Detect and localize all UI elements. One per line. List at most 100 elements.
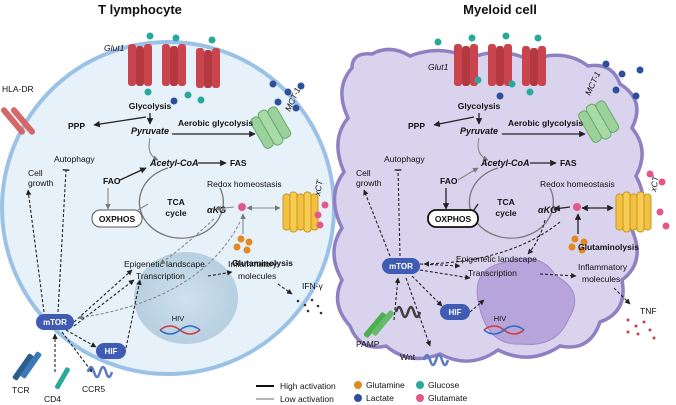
title-myeloid-cell: Myeloid cell bbox=[463, 2, 537, 17]
cell-growth-label-t-2: growth bbox=[28, 178, 54, 188]
mtor-hub-t bbox=[36, 314, 74, 330]
legend-lactate-label: Lactate bbox=[366, 393, 394, 403]
ppp-label-m: PPP bbox=[408, 121, 425, 131]
akg-label-t: αKG bbox=[207, 205, 226, 215]
legend-glucose-label: Glucose bbox=[428, 380, 459, 390]
tnf-dots bbox=[626, 318, 656, 340]
hif-hub-t bbox=[96, 343, 126, 359]
arrow-akg-mtor-t bbox=[77, 221, 241, 320]
arrow-akg-mtor-m bbox=[423, 221, 561, 267]
oxphos-label-t: OXPHOS bbox=[99, 214, 136, 224]
ccr5-receptor-m bbox=[422, 353, 450, 367]
arrow-oxphos-tca-m bbox=[473, 203, 479, 211]
cycle-label-m: cycle bbox=[495, 208, 517, 218]
arrow-akg-epigenetic-t bbox=[159, 218, 215, 265]
mtor-hub-m bbox=[382, 258, 420, 274]
acetyl-coa-label-m: Acetyl-CoA bbox=[480, 158, 530, 168]
glycolysis-label-t: Glycolysis bbox=[129, 101, 172, 111]
oxphos-label-m: OXPHOS bbox=[435, 214, 472, 224]
akg-label-m: αKG bbox=[538, 205, 557, 215]
transcription-label-m: Transcription bbox=[468, 268, 517, 278]
tcr-label: TCR bbox=[12, 385, 29, 395]
glut1-transporter-t bbox=[128, 44, 220, 88]
mct1-transporter-t bbox=[250, 106, 292, 149]
acetyl-coa-label-t: Acetyl-CoA bbox=[149, 158, 199, 168]
fao-label-m: FAO bbox=[440, 176, 458, 186]
arrow-glutamate-akg-m bbox=[553, 205, 571, 212]
inflammatory-label-t-2: molecules bbox=[238, 271, 276, 281]
legend-glutamate-label: Glutamate bbox=[428, 393, 467, 403]
xct-transporter-t bbox=[282, 191, 319, 233]
hla-dr-label: HLA-DR bbox=[2, 84, 34, 94]
ppp-label-t: PPP bbox=[68, 121, 85, 131]
glutamate-dot-m bbox=[573, 203, 581, 211]
tca-cycle-ring-m bbox=[468, 167, 555, 239]
inflammatory-label-m-1: Inflammatory bbox=[578, 262, 628, 272]
legend-low-label: Low activation bbox=[280, 394, 334, 404]
tca-label-t: TCA bbox=[167, 197, 184, 207]
hif-hub-m bbox=[440, 304, 470, 320]
glut1-label-t: Glut1 bbox=[104, 43, 125, 53]
arrow-pyruvate-acetyl-t bbox=[148, 137, 159, 161]
legend: High activation Low activation Glutamine… bbox=[256, 380, 467, 404]
glucose-dots-t bbox=[144, 32, 216, 104]
legend-high-label: High activation bbox=[280, 381, 336, 391]
glutamate-dots-ext-m bbox=[646, 170, 670, 230]
lactate-dots-m bbox=[496, 60, 644, 100]
oxphos-box-t bbox=[91, 209, 143, 228]
ifn-label: IFN-γ bbox=[302, 281, 324, 291]
cell-growth-label-m-1: Cell bbox=[356, 168, 371, 178]
mtor-signal-arrows-m bbox=[363, 169, 485, 347]
xct-transporter-m bbox=[615, 191, 652, 233]
glut1-label-m: Glut1 bbox=[428, 62, 449, 72]
glycolysis-label-m: Glycolysis bbox=[458, 101, 501, 111]
arrow-oxphos-tca-t bbox=[137, 203, 149, 211]
hiv-label-m: HIV bbox=[494, 314, 507, 323]
glut1-transporter-m bbox=[454, 44, 546, 86]
fao-label-t: FAO bbox=[103, 176, 121, 186]
cd4-label: CD4 bbox=[44, 394, 61, 404]
glutaminolysis-label-m: Glutaminolysis bbox=[578, 242, 639, 252]
inflammatory-label-m-2: molecules bbox=[582, 274, 620, 284]
legend-lactate-dot bbox=[354, 394, 362, 402]
autophagy-label-m: Autophagy bbox=[384, 154, 425, 164]
hiv-dna-icon-t bbox=[159, 325, 201, 335]
redox-label-t: Redox homeostasis bbox=[207, 179, 282, 189]
mtor-signal-arrows-t bbox=[25, 169, 142, 373]
glutamine-dots-t bbox=[233, 235, 253, 254]
epigenetic-label-t: Epigenetic landscape bbox=[124, 259, 205, 269]
arrow-transcription-inflam-t bbox=[207, 270, 233, 277]
arrow-transcription-inflam-m bbox=[539, 272, 577, 279]
xct-label-t: xCT bbox=[312, 178, 325, 197]
mct1-transporter-m bbox=[578, 100, 620, 143]
epigenetic-label-m: Epigenetic landscape bbox=[456, 254, 537, 264]
hla-dr-receptor bbox=[1, 107, 35, 135]
tcr-receptor bbox=[12, 351, 42, 381]
arrow-glutamate-akg-t bbox=[215, 205, 235, 212]
wnt-receptor bbox=[394, 305, 422, 319]
nucleus-t bbox=[134, 252, 238, 344]
tnf-label: TNF bbox=[640, 306, 657, 316]
arrow-inflam-ifn bbox=[277, 283, 293, 295]
hiv-label-t: HIV bbox=[172, 314, 185, 323]
pyruvate-label-t: Pyruvate bbox=[131, 126, 169, 136]
pamp-label: PAMP bbox=[356, 339, 380, 349]
fas-label-m: FAS bbox=[560, 158, 577, 168]
mtor-label-m: mTOR bbox=[389, 262, 413, 271]
lactate-dots-t bbox=[170, 80, 305, 112]
legend-glutamate-dot bbox=[416, 394, 424, 402]
aerobic-label-t: Aerobic glycolysis bbox=[178, 118, 253, 128]
transcription-label-t: Transcription bbox=[136, 271, 185, 281]
arrow-pyruvate-acetyl-m bbox=[477, 137, 489, 161]
nucleus-m bbox=[476, 257, 576, 345]
pamp-receptor bbox=[363, 310, 395, 338]
oxphos-box-m bbox=[427, 209, 479, 228]
aerobic-label-m: Aerobic glycolysis bbox=[508, 118, 583, 128]
pyruvate-label-m: Pyruvate bbox=[460, 126, 498, 136]
glutamate-dots-ext-t bbox=[314, 201, 329, 229]
arrow-glyco-ppp-m bbox=[433, 116, 475, 128]
legend-glutamine-dot bbox=[354, 381, 362, 389]
inflammatory-label-t-1: Inflammatory bbox=[228, 259, 278, 269]
